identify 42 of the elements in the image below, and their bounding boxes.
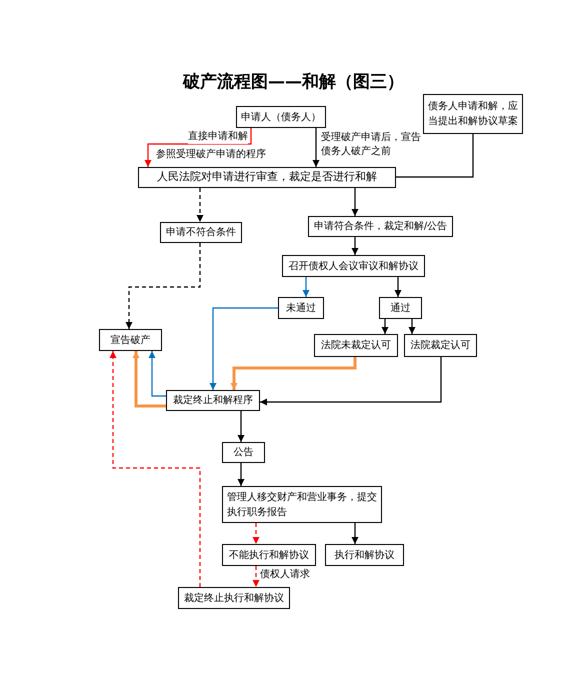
arrow xyxy=(260,357,442,406)
arrow xyxy=(252,566,260,587)
arrow xyxy=(352,523,358,544)
arrow xyxy=(302,277,310,297)
process-box: 通过 xyxy=(379,297,422,319)
process-box: 裁定终止执行和解协议 xyxy=(178,587,290,609)
process-box: 申请符合条件，裁定和解/公告 xyxy=(308,216,453,237)
arrow xyxy=(312,128,320,167)
process-box: 管理人移交财产和营业事务，提交执行职务报告 xyxy=(222,486,382,523)
arrow xyxy=(408,319,416,334)
process-box: 法院未裁定认可 xyxy=(314,334,398,357)
arrow xyxy=(252,523,260,544)
connector-line xyxy=(396,134,474,178)
note-label: 参照受理破产申请的程序 xyxy=(156,148,266,162)
arrow xyxy=(126,243,201,329)
edge-label: 直接申请和解 xyxy=(188,130,248,144)
process-box: 不能执行和解协议 xyxy=(222,544,316,566)
process-box: 债务人申请和解，应当提出和解协议草案 xyxy=(423,94,523,134)
process-box: 宣告破产 xyxy=(99,329,162,351)
process-box: 人民法院对申请进行审查，裁定是否进行和解 xyxy=(138,167,396,188)
diagram-title: 破产流程图——和解（图三） xyxy=(182,71,405,93)
process-box: 法院裁定认可 xyxy=(404,334,477,357)
process-box: 召开债权人会议审议和解协议 xyxy=(282,255,425,277)
arrow xyxy=(148,351,166,397)
process-box: 公告 xyxy=(222,442,265,463)
arrow xyxy=(394,277,402,297)
arrow xyxy=(352,188,358,216)
arrow xyxy=(196,188,204,222)
arrow xyxy=(238,411,244,442)
process-box: 执行和解协议 xyxy=(325,544,404,566)
process-box: 裁定终止和解程序 xyxy=(166,390,260,411)
arrow xyxy=(210,307,278,390)
arrow xyxy=(382,319,388,334)
arrow xyxy=(110,351,201,587)
arrow xyxy=(144,128,252,167)
process-box: 申请人（债务人） xyxy=(236,106,326,128)
arrow xyxy=(132,351,166,408)
arrow xyxy=(238,463,244,486)
process-box: 未通过 xyxy=(278,297,324,319)
process-box: 申请不符合条件 xyxy=(160,222,242,243)
arrow xyxy=(230,357,356,390)
arrow xyxy=(352,237,358,255)
